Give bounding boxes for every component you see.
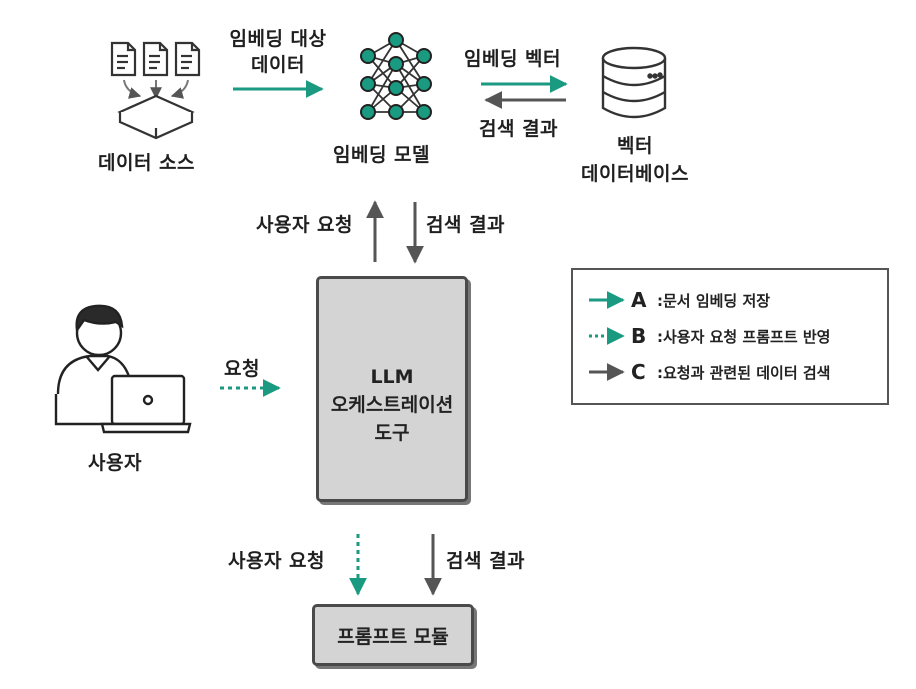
data-source-label: 데이터 소스 (98, 152, 196, 174)
embedding-vector-label: 임베딩 벡터 (464, 48, 562, 70)
legend-arrow-dotted-teal (589, 327, 625, 345)
user-request-bottom-label: 사용자 요청 (228, 550, 326, 572)
legend-text-c: :요청과 관련된 데이터 검색 (657, 363, 831, 382)
embedding-target-label: 임베딩 대상 데이터 (218, 26, 338, 78)
llm-orchestration-box: LLM 오케스트레이션 도구 (316, 276, 468, 502)
request-label: 요청 (224, 358, 260, 380)
prompt-module-label: 프롬프트 모듈 (337, 625, 449, 648)
legend-letter-c: C (631, 360, 646, 384)
legend-text-a: :문서 임베딩 저장 (657, 291, 771, 310)
legend-item-c: C :요청과 관련된 데이터 검색 (587, 360, 830, 384)
llm-line2: 오케스트레이션 (330, 394, 454, 416)
legend-item-a: A :문서 임베딩 저장 (587, 288, 770, 312)
vector-db-line2: 데이터베이스 (581, 163, 689, 185)
llm-line3: 도구 (374, 422, 410, 444)
user-request-up-label: 사용자 요청 (256, 214, 354, 236)
user-label: 사용자 (88, 452, 142, 474)
legend-arrow-solid-gray (589, 363, 625, 381)
search-result-down-label: 검색 결과 (426, 214, 506, 236)
legend-letter-a: A (631, 288, 647, 312)
user-icon (54, 304, 134, 426)
vector-db-line1: 벡터 (617, 135, 653, 157)
embedding-target-line2: 데이터 (251, 54, 305, 76)
legend: A :문서 임베딩 저장 B :사용자 요청 프롬프트 반영 C :요청과 관련… (571, 268, 889, 405)
vector-db-label: 벡터 데이터베이스 (565, 132, 705, 188)
document-icon (142, 41, 169, 77)
search-result-bottom-label: 검색 결과 (446, 550, 526, 572)
search-result-top-label: 검색 결과 (479, 118, 559, 140)
llm-orchestration-text: LLM 오케스트레이션 도구 (319, 363, 465, 447)
embedding-model-label: 임베딩 모델 (333, 144, 431, 166)
laptop-icon (100, 374, 192, 434)
llm-line1: LLM (370, 366, 414, 388)
prompt-module-box: 프롬프트 모듈 (312, 604, 474, 666)
document-icon (110, 41, 137, 77)
embedding-target-line1: 임베딩 대상 (229, 28, 327, 50)
tray-icon (117, 94, 195, 140)
legend-text-b: :사용자 요청 프롬프트 반영 (657, 327, 831, 346)
legend-arrow-solid-teal (589, 291, 625, 309)
neural-network-icon (360, 32, 432, 120)
document-icon (174, 41, 201, 77)
legend-letter-b: B (631, 324, 647, 348)
legend-item-b: B :사용자 요청 프롬프트 반영 (587, 324, 830, 348)
database-icon (601, 46, 667, 119)
